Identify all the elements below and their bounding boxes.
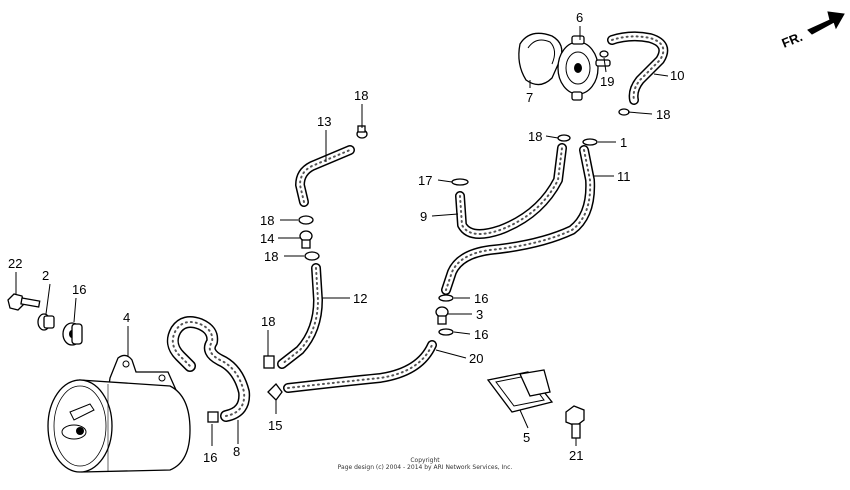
callout-12: 12	[353, 291, 367, 306]
callout-7: 7	[526, 90, 533, 105]
bracket-hole-icon	[122, 360, 130, 368]
grommet-2	[62, 322, 83, 346]
front-direction-indicator: FR.	[780, 11, 845, 51]
valve-bottom-nipple	[571, 91, 583, 101]
leader-lines	[15, 26, 669, 446]
clip-group	[207, 50, 630, 423]
fitting-14-nipple	[301, 239, 311, 249]
gasket-tab	[519, 369, 551, 397]
mounting-bolt-22	[7, 293, 41, 311]
callout-16: 16	[474, 327, 488, 342]
clip-18-left-lower-icon	[304, 251, 320, 261]
callout-18: 18	[264, 249, 278, 264]
callout-20: 20	[469, 351, 483, 366]
grommet-sleeve	[71, 323, 83, 345]
callout-15: 2	[42, 268, 49, 283]
callouts: 18 13 6 7 19 10 18 18 1 11 17 9 18 14 18…	[8, 10, 684, 465]
callout-18: 18	[261, 314, 275, 329]
bolt-shank	[571, 423, 581, 439]
clip-18-right-icon	[618, 108, 630, 116]
canister-port-lower-opening	[76, 427, 84, 435]
front-direction-label: FR.	[780, 29, 805, 51]
valve-side-nipple	[595, 59, 611, 67]
valve-diaphragm	[565, 51, 591, 85]
gasket-5	[486, 369, 554, 413]
callout-18: 18	[260, 213, 274, 228]
bracket-hole-icon	[158, 374, 166, 382]
callout-11: 11	[617, 169, 631, 184]
clip-1-icon	[582, 138, 598, 146]
callout-10: 10	[670, 68, 684, 83]
callout-17: 17	[418, 173, 432, 188]
callout-18: 18	[528, 129, 542, 144]
callout-3: 3	[476, 307, 483, 322]
clip-16-lower-icon	[438, 328, 454, 336]
canister-inner-rim	[53, 385, 107, 467]
clip-16-upper-icon	[438, 294, 454, 302]
callout-4: 4	[123, 310, 130, 325]
clip-19-icon	[599, 50, 609, 58]
callout-5: 5	[523, 430, 530, 445]
callout-16: 15	[268, 418, 282, 433]
clip-16-canister-icon	[207, 411, 219, 423]
callout-9: 9	[420, 209, 427, 224]
clip-18-upper-mid-icon	[557, 134, 571, 142]
bolt-head-icon	[565, 405, 585, 427]
front-arrow-icon	[807, 11, 845, 35]
gasket-inner	[495, 375, 545, 407]
flange-bolt-21	[565, 405, 585, 439]
callout-19: 19	[600, 74, 614, 89]
copyright-line-1: Copyright	[410, 457, 440, 464]
canister-port-upper	[69, 403, 95, 421]
callout-8: 8	[233, 444, 240, 459]
clip-17-icon	[451, 178, 469, 186]
callout-13: 13	[317, 114, 331, 129]
charcoal-canister	[47, 354, 191, 473]
hose-group	[166, 31, 669, 422]
clip-18-left-upper-icon	[298, 215, 314, 225]
copyright-line-2: Page design (c) 2004 - 2014 by ARI Netwo…	[338, 464, 513, 471]
collar-sleeve	[43, 315, 55, 329]
callout-22: 22	[8, 256, 22, 271]
copyright-notice: Copyright Page design (c) 2004 - 2014 by…	[338, 457, 513, 471]
callout-1: 1	[620, 135, 627, 150]
callout-14: 14	[260, 231, 274, 246]
clip-18-bottom-icon	[263, 355, 275, 369]
callout-16: 16	[474, 291, 488, 306]
callout-21: 21	[569, 448, 583, 463]
callout-6: 6	[576, 10, 583, 25]
valve-bracket-inner	[527, 39, 556, 65]
purge-control-valve	[518, 32, 611, 101]
valve-bracket-7	[518, 32, 563, 86]
callout-18: 18	[354, 88, 368, 103]
fitting-3-nipple	[437, 315, 447, 325]
collar-15	[37, 313, 55, 331]
valve-center-port	[574, 63, 582, 73]
clip-16-bottom-icon	[267, 383, 283, 401]
valve-top-nipple	[571, 35, 585, 45]
callout-2: 16	[72, 282, 86, 297]
bolt-shank	[20, 297, 41, 308]
callout-16: 16	[203, 450, 217, 465]
callout-18: 18	[656, 107, 670, 122]
